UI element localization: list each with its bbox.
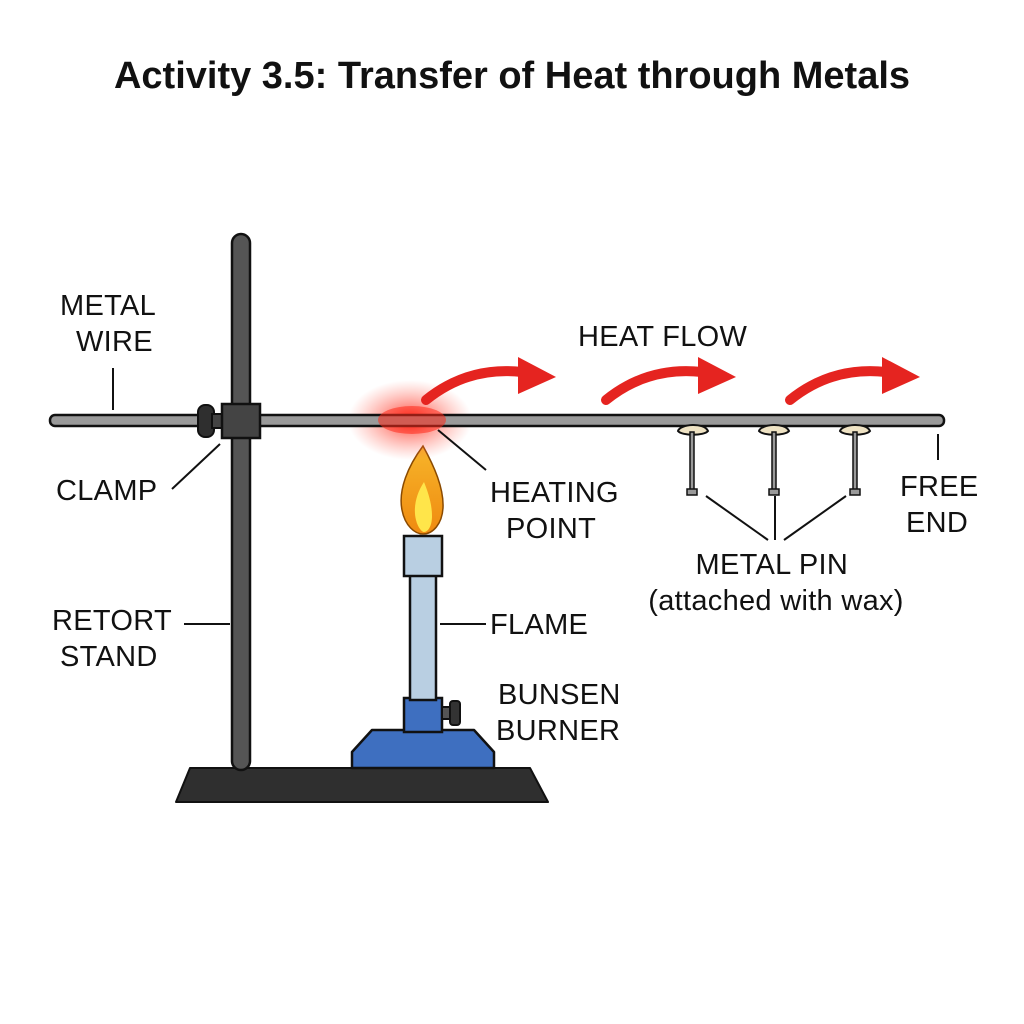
label-metal-wire: METAL WIRE bbox=[60, 290, 163, 358]
heat-flow-arrow-icon bbox=[785, 357, 920, 405]
stand-base bbox=[175, 767, 549, 803]
metal-pin-2 bbox=[757, 424, 791, 496]
heat-flow-arrow-icon bbox=[601, 357, 736, 405]
wax-blob bbox=[838, 424, 872, 436]
burner-nozzle bbox=[402, 534, 444, 578]
heat-glow-core bbox=[378, 406, 446, 434]
metal-pin-3 bbox=[838, 424, 872, 496]
burner-base bbox=[350, 728, 496, 770]
label-heating-point: HEATING POINT bbox=[490, 477, 627, 545]
metal-wire bbox=[48, 413, 946, 428]
leader-metal-pin-1 bbox=[705, 495, 769, 541]
page-title: Activity 3.5: Transfer of Heat through M… bbox=[114, 55, 910, 97]
burner-valve-knob bbox=[449, 700, 461, 726]
wax-blob bbox=[676, 424, 710, 436]
burner-tube bbox=[408, 573, 438, 702]
retort-stand-rod bbox=[230, 232, 252, 772]
heat-flow-arrow-icon bbox=[421, 357, 556, 405]
label-retort-stand: RETORT STAND bbox=[52, 605, 180, 673]
leader-metal-pin-3 bbox=[783, 495, 847, 541]
leader-clamp bbox=[171, 443, 221, 490]
flame-icon bbox=[400, 444, 444, 535]
wax-blob bbox=[757, 424, 791, 436]
label-clamp: CLAMP bbox=[56, 475, 157, 507]
clamp-block bbox=[220, 402, 262, 440]
bunsen-burner bbox=[350, 534, 496, 770]
clamp bbox=[197, 402, 262, 440]
burner-collar bbox=[402, 696, 444, 734]
label-metal-pin: METAL PIN (attached with wax) bbox=[648, 549, 904, 617]
metal-pin-1 bbox=[676, 424, 710, 496]
leader-heating-point bbox=[437, 429, 487, 471]
label-heat-flow: HEAT FLOW bbox=[578, 321, 748, 353]
label-flame: FLAME bbox=[490, 609, 588, 641]
label-bunsen-burner: BUNSEN BURNER bbox=[496, 679, 629, 747]
label-free-end: FREE END bbox=[900, 471, 987, 539]
